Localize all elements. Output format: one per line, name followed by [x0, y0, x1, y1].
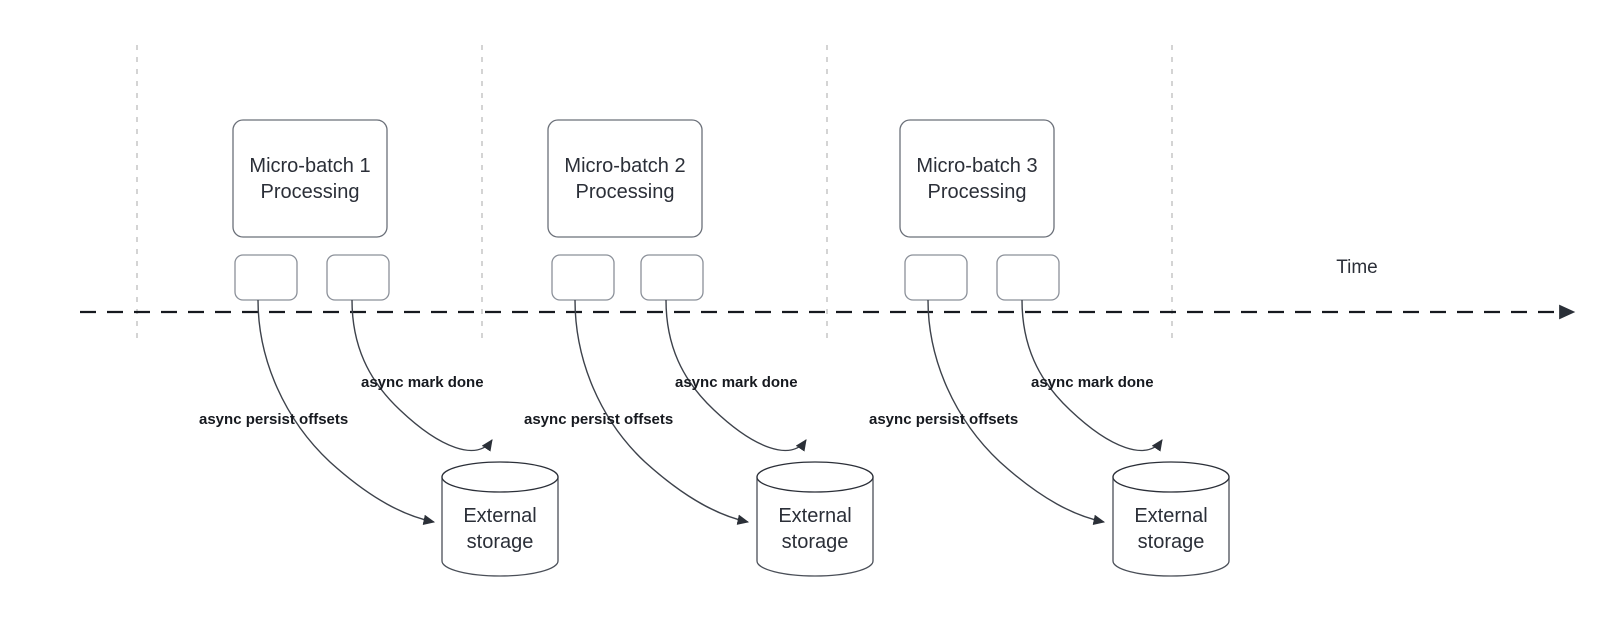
commit-task-box-3-2[interactable] — [996, 254, 1060, 301]
external-storage-label-line2-1: storage — [467, 531, 534, 553]
external-storage-body-2 — [756, 476, 874, 577]
external-storage-label-line1-1: External — [463, 505, 536, 527]
timeline-label: Time — [1336, 257, 1378, 278]
async-mark-done-curve-1 — [351, 299, 493, 452]
async-persist-offsets-curve-3 — [927, 299, 1106, 526]
batch-group-1: Micro-batch 1 Processing async persist off… — [199, 119, 559, 577]
timeline-tick-lines — [136, 45, 1173, 340]
external-storage-top-3[interactable] — [1112, 461, 1230, 493]
async-mark-done-curve-3 — [1021, 299, 1163, 452]
external-storage-label-line1-3: External — [1134, 505, 1207, 527]
commit-task-box-2-1[interactable] — [551, 254, 615, 301]
async-persist-offsets-label-2: async persist offsets — [524, 411, 673, 428]
micro-batch-label-line1-1: Micro-batch 1 — [249, 155, 370, 177]
micro-batch-label-line2-2: Processing — [576, 181, 675, 203]
commit-task-box-3-1[interactable] — [904, 254, 968, 301]
batch-group-2: Micro-batch 2 Processing async persist off… — [524, 119, 874, 577]
external-storage-top-2[interactable] — [756, 461, 874, 493]
micro-batch-label-line1-3: Micro-batch 3 — [916, 155, 1037, 177]
async-persist-offsets-label-3: async persist offsets — [869, 411, 1018, 428]
external-storage-body-1 — [441, 476, 559, 577]
micro-batch-label-line2-3: Processing — [928, 181, 1027, 203]
micro-batch-label-line1-2: Micro-batch 2 — [564, 155, 685, 177]
micro-batch-label-line2-1: Processing — [261, 181, 360, 203]
async-persist-offsets-curve-1 — [257, 299, 436, 526]
external-storage-label-line1-2: External — [778, 505, 851, 527]
external-storage-top-1[interactable] — [441, 461, 559, 493]
micro-batch-box-1[interactable] — [232, 119, 388, 238]
async-mark-done-label-1: async mark done — [361, 374, 484, 391]
timeline-axis: Time — [80, 257, 1576, 320]
async-mark-done-label-3: async mark done — [1031, 374, 1154, 391]
commit-task-box-1-2[interactable] — [326, 254, 390, 301]
external-storage-label-line2-3: storage — [1138, 531, 1205, 553]
commit-task-box-2-2[interactable] — [640, 254, 704, 301]
batch-group-3: Micro-batch 3 Processing async persist off… — [869, 119, 1230, 577]
async-mark-done-label-2: async mark done — [675, 374, 798, 391]
external-storage-label-line2-2: storage — [782, 531, 849, 553]
async-persist-offsets-label-1: async persist offsets — [199, 411, 348, 428]
async-mark-done-curve-2 — [665, 299, 807, 452]
micro-batch-box-3[interactable] — [899, 119, 1055, 238]
commit-task-box-1-1[interactable] — [234, 254, 298, 301]
async-persist-offsets-curve-2 — [574, 299, 750, 525]
batches-group: Micro-batch 1 Processing async persist off… — [199, 119, 1230, 577]
external-storage-body-3 — [1112, 476, 1230, 577]
micro-batch-box-2[interactable] — [547, 119, 703, 238]
